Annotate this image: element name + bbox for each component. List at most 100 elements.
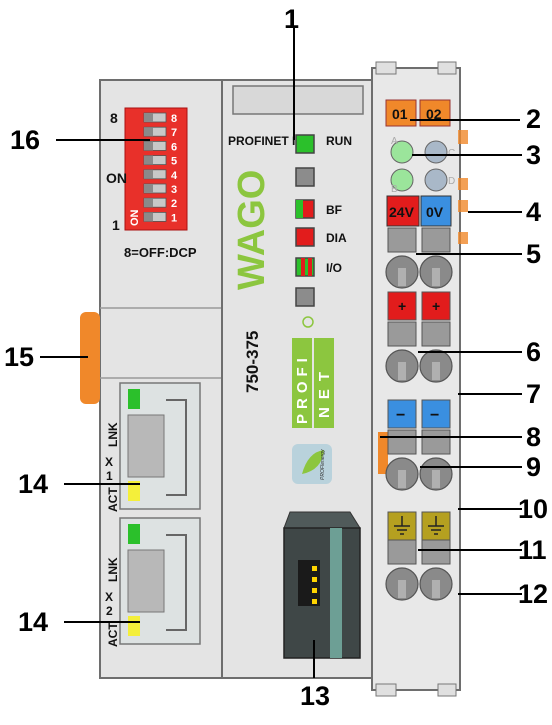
plus-marker-left [387, 291, 417, 321]
port2-num: 2 [106, 604, 113, 618]
release-button [387, 321, 417, 347]
profienergy-logo: PROFIenergy [292, 444, 332, 484]
release-button [387, 539, 417, 565]
dia-led [295, 227, 315, 247]
wago-text: WAGO [231, 170, 273, 290]
callout-15: 15 [4, 342, 35, 372]
led-c [424, 140, 448, 164]
dip-number-2: 2 [171, 198, 177, 210]
label-24v [386, 195, 420, 227]
port2-x: X [105, 590, 113, 604]
led-6 [295, 287, 315, 307]
profienergy-label: PROFIenergy [320, 449, 326, 480]
clamp-slot [432, 470, 440, 488]
dip-number-7: 7 [171, 127, 177, 139]
minus-marker-right [421, 399, 451, 429]
led-header-profinet: PROFINET IO [228, 134, 305, 148]
plus-marker-right [421, 291, 451, 321]
port1-x: X [105, 455, 113, 469]
dip-number-5: 5 [171, 156, 177, 168]
power-jumper-contact [378, 432, 388, 474]
led-io-label: I/O [326, 261, 342, 275]
release-button [421, 321, 451, 347]
port1-act: ACT [106, 487, 120, 512]
callout-16: 16 [10, 125, 41, 155]
led-b-label: B [391, 184, 398, 195]
run-led [295, 134, 315, 154]
callout-4: 4 [526, 197, 542, 227]
plus-sign: + [398, 298, 406, 314]
led-2 [295, 167, 315, 187]
led-bf-label: BF [326, 203, 342, 217]
leader-lines [40, 28, 522, 678]
ethernet-port-x1[interactable]: LNK X 1 ACT [105, 382, 201, 512]
profinet-logo: PROFI NET [292, 316, 334, 428]
text-24v: 24V [389, 204, 415, 220]
callout-9: 9 [526, 452, 542, 482]
dip-side-text: ON [129, 209, 141, 226]
clamp-slot [432, 268, 440, 286]
clamp-slot [432, 362, 440, 380]
clamp-slot [398, 362, 406, 380]
callout-5: 5 [526, 239, 542, 269]
dip-toggles [143, 112, 167, 222]
marker-tags: 01 02 [385, 99, 451, 127]
dip-top-number: 8 [110, 110, 118, 126]
callout-2: 2 [526, 104, 542, 134]
tag-02: 02 [426, 106, 442, 122]
callout-14a: 14 [18, 469, 49, 499]
port1-lnk: LNK [106, 422, 120, 447]
service-interface[interactable] [283, 511, 361, 659]
led-d [424, 168, 448, 192]
minus-sign: − [430, 407, 439, 424]
dip-number-1: 1 [171, 212, 177, 224]
io-led [295, 257, 315, 277]
ethernet-port-x2[interactable]: LNK X 2 ACT [105, 517, 201, 647]
plus-sign: + [432, 298, 440, 314]
marker-slot [232, 85, 364, 115]
callout-6: 6 [526, 337, 542, 367]
profinet-line1: PROFI [294, 353, 311, 424]
release-button [387, 429, 417, 455]
minus-marker-left [387, 399, 417, 429]
release-button [421, 227, 451, 253]
housing-right [371, 67, 461, 691]
dip-bottom-number: 1 [112, 217, 120, 233]
dip-number-3: 3 [171, 184, 177, 196]
callout-12: 12 [518, 579, 549, 609]
tag-01: 01 [392, 106, 408, 122]
clamp-slot [398, 268, 406, 286]
release-button [421, 539, 451, 565]
label-0v [420, 195, 452, 227]
minus-sign: − [396, 407, 405, 424]
port2-lnk: LNK [106, 557, 120, 582]
led-b [390, 168, 414, 192]
led-a [390, 140, 414, 164]
callout-1: 1 [284, 4, 300, 34]
model-number: 750-375 [243, 331, 262, 393]
dip-number-6: 6 [171, 141, 177, 153]
clamp-slot [398, 470, 406, 488]
led-c-label: C [448, 148, 455, 159]
callout-3: 3 [526, 140, 542, 170]
callout-13: 13 [300, 681, 331, 711]
port2-act: ACT [106, 622, 120, 647]
dip-note: 8=OFF:DCP [124, 245, 197, 260]
callout-14b: 14 [18, 607, 49, 637]
led-a-label: A [391, 136, 398, 147]
callout-11: 11 [518, 535, 547, 565]
callout-7: 7 [526, 379, 542, 409]
led-run-label: RUN [326, 134, 352, 148]
text-0v: 0V [426, 204, 444, 220]
dip-on-label: ON [106, 170, 127, 186]
callout-10: 10 [518, 494, 549, 524]
wago-logo: WAGO [231, 170, 273, 290]
release-button [421, 429, 451, 455]
side-latch[interactable] [80, 312, 100, 404]
terminal-groups: + + − − [378, 227, 453, 601]
dip-number-4: 4 [171, 170, 178, 182]
clamp-slot [398, 580, 406, 598]
port1-num: 1 [106, 469, 113, 483]
